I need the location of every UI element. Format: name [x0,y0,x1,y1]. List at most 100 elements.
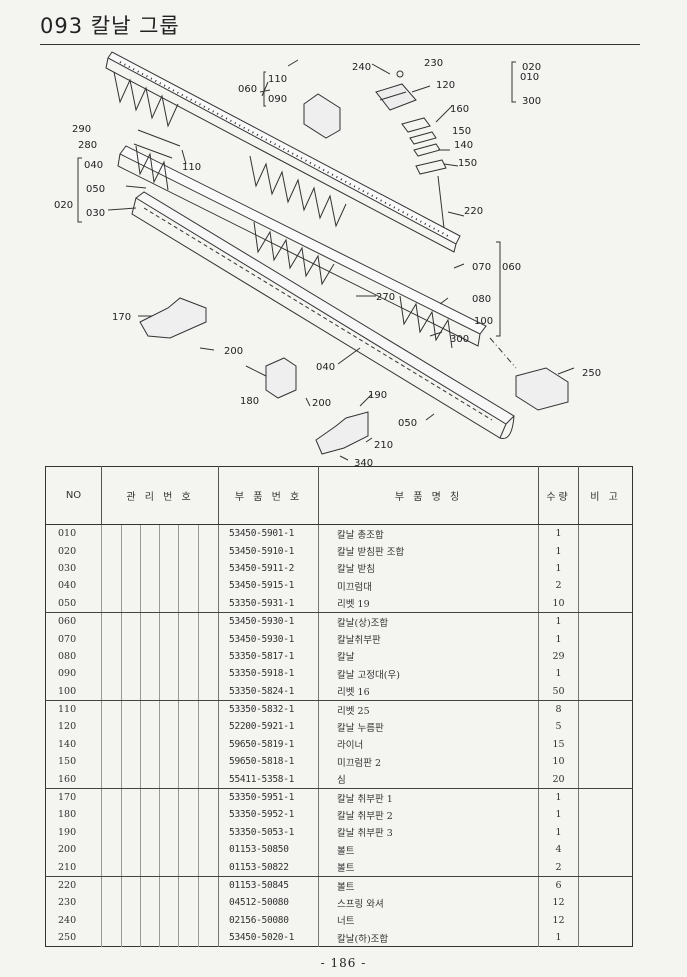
cell-management-no [159,770,179,789]
cell-management-no [159,894,179,912]
cell-management-no [178,594,199,613]
cell-remarks [578,700,633,719]
cell-management-no [178,841,199,859]
cell-remarks [578,841,633,859]
cell-management-no [101,928,122,947]
cell-part-name: 심 [318,770,539,789]
cell-management-no [140,788,160,807]
cell-management-no [140,911,160,929]
cell-remarks [578,647,633,666]
cell-qty: 12 [538,894,579,912]
cell-remarks [578,876,633,895]
cell-remarks [578,682,633,701]
cell-management-no [178,911,199,929]
cell-management-no [121,894,141,912]
cell-management-no [159,682,179,701]
callout-160: 160 [450,104,469,115]
cell-qty: 1 [538,612,579,631]
cell-part-no: 53350-5817-1 [218,647,319,666]
cell-management-no [197,718,219,736]
cell-management-no [159,841,179,859]
cell-management-no [178,647,199,666]
cell-management-no [140,665,160,683]
callout-labels: 010 020 300 060 110 090 240 230 120 160 … [54,58,601,469]
cell-management-no [197,577,219,595]
cell-part-no: 53350-5931-1 [218,594,319,613]
cell-management-no [140,559,160,578]
callout-140: 140 [454,140,473,151]
cell-management-no [197,647,219,666]
cell-management-no [159,524,179,543]
cell-management-no [197,911,219,929]
callout-290: 290 [72,124,91,135]
cell-management-no [140,806,160,824]
callout-250: 250 [582,368,601,379]
cell-management-no [178,876,199,895]
cell-part-no: 02156-50080 [218,911,319,929]
callout-230: 230 [424,58,443,69]
callout-110-top: 110 [268,74,287,85]
cell-management-no [101,858,122,877]
cell-remarks [578,858,633,877]
cell-management-no [159,647,179,666]
cell-management-no [101,630,122,648]
cell-no: 210 [45,858,102,877]
cell-management-no [178,718,199,736]
cell-remarks [578,612,633,631]
cell-management-no [197,559,219,578]
cell-qty: 4 [538,841,579,859]
cell-management-no [159,577,179,595]
cell-management-no [121,524,141,543]
cell-qty: 6 [538,876,579,895]
cell-part-no: 53450-5930-1 [218,630,319,648]
cell-part-name: 칼날 총조합 [318,524,539,543]
cell-no: 250 [58,932,77,944]
cell-qty: 1 [538,665,579,683]
cell-management-no [197,612,219,631]
cell-part-name: 칼날 [318,647,539,666]
callout-210: 210 [374,440,393,451]
cell-qty: 1 [538,542,579,560]
cell-no: 240 [58,914,77,926]
cell-part-name: 라이너 [318,735,539,754]
cell-no: 080 [58,650,77,662]
cell-no: 120 [58,721,77,733]
cell-management-no [197,806,219,824]
cell-part-no: 53350-5951-1 [218,788,319,807]
cell-management-no [197,735,219,754]
callout-030: 030 [86,208,105,219]
cell-management-no [140,542,160,560]
cell-part-no: 53350-5824-1 [218,682,319,701]
cell-qty: 50 [538,682,579,701]
cell-management-no [159,823,179,842]
cell-remarks [578,788,633,807]
cell-management-no [101,735,122,754]
cell-management-no [178,735,199,754]
cell-part-name: 칼날 고정대(우) [318,665,539,683]
cell-management-no [121,542,141,560]
callout-090: 090 [268,94,287,105]
cell-part-no: 53350-5952-1 [218,806,319,824]
cell-management-no [197,770,219,789]
cell-qty: 10 [538,594,579,613]
callout-220: 220 [464,206,483,217]
cell-management-no [159,735,179,754]
callout-040-right: 040 [316,362,335,373]
cell-management-no [197,858,219,877]
cell-management-no [197,594,219,613]
cell-management-no [178,788,199,807]
cell-management-no [197,665,219,683]
cell-part-name: 칼날 받침판 조합 [318,542,539,560]
cell-management-no [178,612,199,631]
cell-management-no [101,718,122,736]
cell-management-no [121,630,141,648]
